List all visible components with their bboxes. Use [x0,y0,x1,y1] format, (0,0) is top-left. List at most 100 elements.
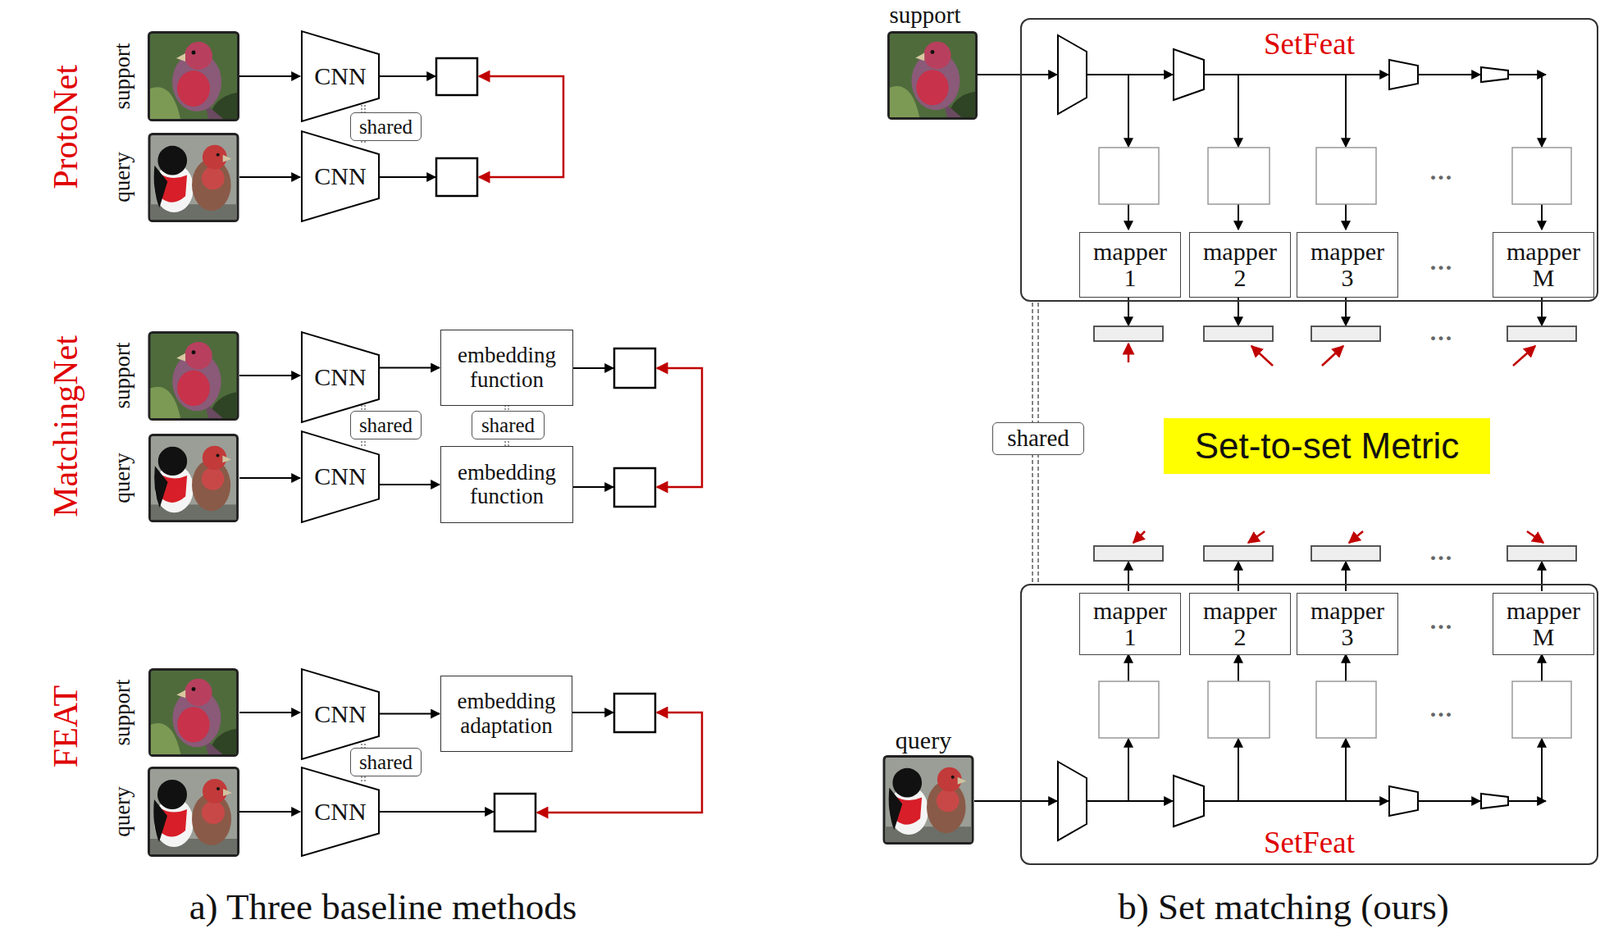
encoder-block [1389,59,1418,90]
output-box [614,468,656,507]
embedding-box: embedding adaptation [440,675,573,753]
flow-arrow [379,483,440,486]
ellipsis: ... [1430,247,1455,275]
cnn-block-text: CNN [314,163,366,190]
input-label: support [889,2,962,29]
backbone-arrow [974,74,1546,802]
feature-bar [1203,326,1273,342]
backbone-arrow [1127,561,1130,592]
metric-arrow [1248,531,1265,543]
backbone-arrow [1237,654,1240,682]
embedding-box: embedding function [440,446,574,524]
backbone-arrow [1540,204,1543,230]
cnn-outline [301,31,379,122]
flow-arrow [239,176,301,178]
backbone-arrow [1127,74,1130,147]
encoder-block [1173,49,1204,101]
mapper-box: mapper M [1492,232,1595,298]
bird-photo [149,768,239,857]
shared-tag-text: shared [1007,425,1070,452]
feature-bar [1311,546,1381,561]
bird-photo [149,32,239,121]
mapper-box-text: mapper 3 [1310,238,1385,292]
encoder-block [1481,793,1509,809]
feature-bar [1203,546,1273,561]
backbone-arrow [1417,800,1481,803]
feature-box [1207,147,1270,205]
backbone-arrow [1237,74,1240,147]
metric-highlight: Set-to-set Metric [1163,418,1491,475]
feature-box [1316,681,1377,739]
mapper-box: mapper M [1492,592,1595,656]
bird-photo [149,133,238,221]
cnn-outline [301,669,379,760]
shared-tag: shared [992,422,1085,455]
embedding-box: embedding function [440,329,574,406]
flow-arrow [239,374,301,377]
feature-box [1316,147,1377,205]
feature-bar [1507,546,1577,561]
backbone-arrow [1540,654,1543,682]
ellipsis: ... [1430,694,1455,722]
encoder-block [1481,67,1509,83]
encoder-block [1057,35,1509,841]
feature-bar [1507,326,1577,342]
backbone-arrow [1344,204,1347,230]
shared-tag-text: shared [359,115,413,138]
setfeat-panel: SetFeatmapper 1mapper 2mapper 3mapper M [1020,18,1599,302]
backbone-arrow [1540,738,1543,802]
cnn-block-text: CNN [314,364,366,391]
flow-arrow [573,486,614,488]
cnn-block: CNN [300,766,380,857]
sub-caption: b) Set matching (ours) [1117,887,1450,929]
cnn-block: CNN [300,668,380,761]
backbone-arrow [1237,204,1240,230]
output-box [614,348,656,388]
shared-link [361,104,1039,782]
flow-arrow [379,176,436,178]
cnn-block: CNN [300,331,380,424]
metric-arrow [1133,531,1145,543]
encoder-block [1057,35,1087,114]
mapper-box-text: mapper 1 [1093,597,1167,652]
metric-arrow [1251,346,1273,366]
metric-arrow [1321,346,1344,366]
feature-box [1512,681,1572,739]
bird-photo [149,434,238,521]
flow-arrow [239,711,301,714]
flow-arrow [239,811,301,813]
mapper-box-text: mapper 1 [1093,238,1167,292]
metric-arrow [656,368,702,488]
flow-arrow [379,75,436,78]
input-label: query [895,726,952,754]
flow-arrow [379,713,440,716]
mapper-box: mapper 1 [1079,232,1181,298]
cnn-block-text: CNN [314,701,366,728]
feature-box [1098,681,1159,739]
backbone-arrow [974,800,1058,803]
output-box [494,793,536,832]
mapper-box: mapper 2 [1189,592,1291,656]
backbone-arrow [1237,561,1240,592]
flow-arrow [239,75,301,78]
cnn-block-text: CNN [314,798,366,826]
cnn-block: CNN [300,30,380,123]
setfeat-panel: SetFeatmapper 1mapper 2mapper 3mapper M [1020,583,1599,866]
output-box [436,158,478,197]
mapper-box: mapper 3 [1296,232,1399,298]
encoder-block [1389,786,1418,816]
metric-arrow [1349,531,1363,543]
feature-bar [1311,326,1381,342]
backbone-arrow [1508,800,1546,803]
shared-tag-text: shared [481,414,535,437]
feature-bar [1094,326,1577,561]
embedding-box-text: embedding adaptation [457,689,557,738]
feature-box [1207,681,1270,739]
backbone-arrow [1237,738,1240,802]
sub-caption: a) Three baseline methods [189,887,578,929]
bird-photo [149,669,238,756]
shared-tag-text: shared [359,751,413,774]
mapper-box: mapper 2 [1189,232,1291,298]
backbone-arrow [1086,800,1173,803]
